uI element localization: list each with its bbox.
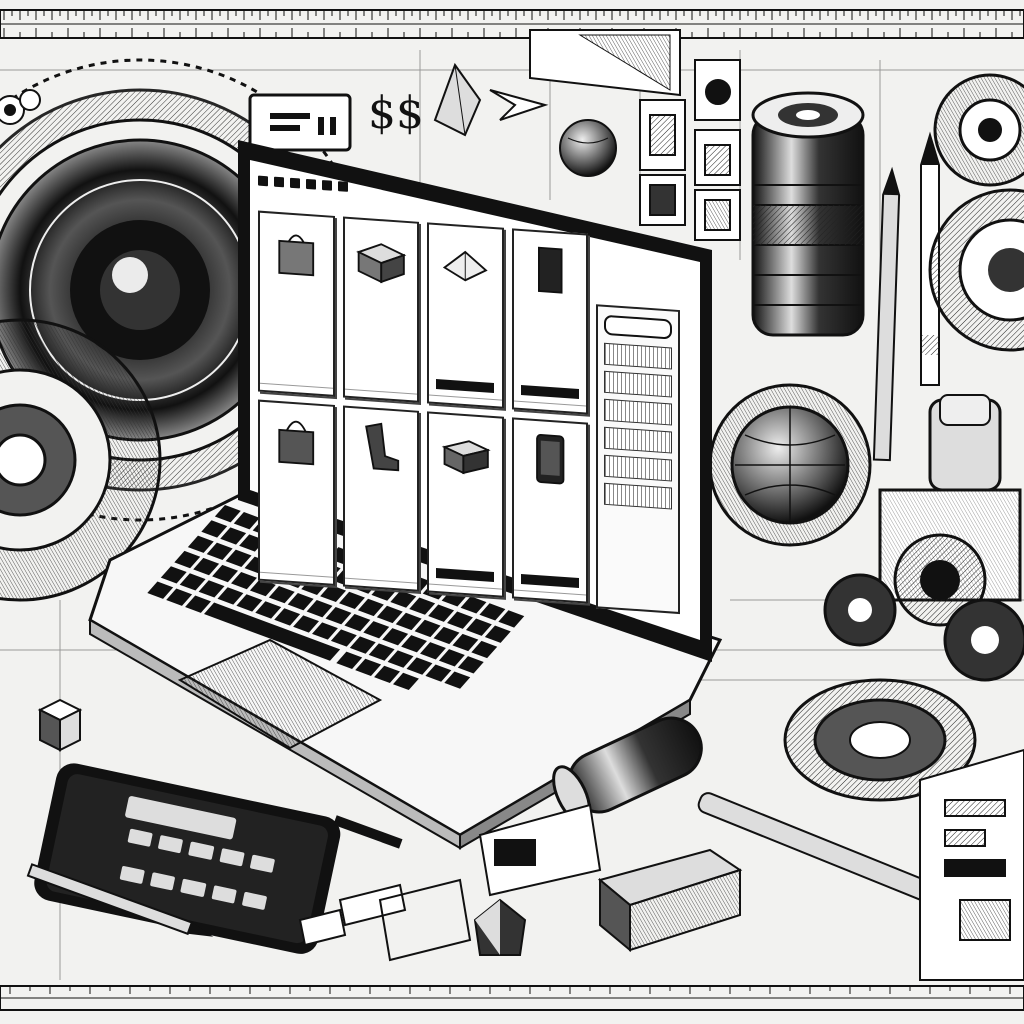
phone-app-icon[interactable] (217, 846, 246, 868)
pencil-icon-bottom-left (26, 863, 214, 937)
thumbnail-row[interactable] (604, 370, 672, 398)
product-card-smartphone[interactable] (511, 417, 588, 604)
laptop-screen-content (250, 160, 690, 621)
top-ruler (0, 9, 1024, 39)
price-bar (436, 379, 495, 394)
price-tag (248, 93, 352, 152)
folded-package-icon (442, 250, 488, 282)
product-grid (258, 210, 588, 604)
globe-icon (708, 383, 872, 547)
pencil-icon-right-1 (872, 166, 901, 462)
dark-box-icon (537, 246, 562, 294)
product-caption (344, 388, 417, 401)
phone-app-icon[interactable] (187, 840, 216, 862)
product-card-open-box[interactable] (427, 411, 504, 598)
small-gears-top-left (0, 89, 41, 125)
price-bar (436, 568, 495, 583)
armchair-icon (364, 422, 399, 472)
gear-left-edge (0, 318, 162, 602)
open-box-icon (441, 440, 491, 475)
product-card-gift-box[interactable] (342, 216, 419, 403)
thumbnail-row[interactable] (604, 342, 672, 370)
side-panel (596, 304, 680, 615)
product-caption (260, 382, 333, 395)
phone-app-icon[interactable] (179, 877, 208, 899)
paper-plane-icon (489, 89, 549, 121)
gem-icon-bottom (473, 898, 527, 956)
product-card-dark-box[interactable] (511, 228, 588, 415)
refresh-icon[interactable] (306, 178, 316, 190)
price-bar (520, 384, 579, 399)
camera-lens-icon (751, 91, 865, 337)
icon-panels-top-right (639, 59, 741, 241)
product-caption (260, 571, 333, 584)
thumbnail-row[interactable] (604, 426, 672, 454)
table-document-right (919, 748, 1024, 981)
forward-icon[interactable] (274, 176, 284, 188)
card-icons-bottom (298, 803, 602, 962)
product-caption (429, 583, 502, 596)
product-caption (344, 577, 417, 590)
tote-bag-icon (278, 420, 315, 466)
bookmark-icon[interactable] (338, 181, 348, 192)
lock-icon (322, 180, 332, 191)
product-card-tote-bag[interactable] (258, 399, 335, 586)
phone-app-icon[interactable] (148, 870, 177, 892)
thumbnail-row[interactable] (604, 398, 672, 426)
shopping-bag-icon (278, 234, 315, 277)
thumbnail-row[interactable] (604, 454, 672, 482)
browser-toolbar (258, 171, 408, 201)
robot-vehicle-icon (823, 394, 1024, 682)
phone-app-grid (115, 827, 277, 927)
smartphone-icon (535, 433, 564, 485)
thumbnail-row[interactable] (604, 482, 672, 510)
pencil-icon-bottom-middle (333, 815, 403, 849)
gear-right-top (933, 73, 1024, 187)
globe-small-icon (559, 119, 617, 177)
product-caption (513, 589, 586, 602)
phone-app-icon[interactable] (126, 827, 155, 849)
product-caption (513, 400, 586, 413)
diamond-icon (433, 62, 482, 137)
price-bar (520, 573, 579, 588)
phone-app-icon[interactable] (240, 890, 269, 912)
gift-box-icon (355, 243, 406, 284)
trackpad (177, 638, 383, 750)
product-card-shopping-bag[interactable] (258, 210, 335, 397)
gear-bottom-right (783, 678, 977, 802)
home-icon[interactable] (290, 177, 300, 189)
gear-right-middle (928, 188, 1024, 352)
product-card-armchair[interactable] (342, 405, 419, 592)
top-banner-panel (529, 29, 681, 97)
phone-app-icon[interactable] (156, 833, 185, 855)
back-icon[interactable] (258, 175, 268, 187)
product-card-folded-package[interactable] (427, 222, 504, 409)
bottom-ruler (0, 985, 1024, 1011)
product-caption (429, 394, 502, 407)
phone-app-icon[interactable] (118, 864, 147, 886)
phone-app-icon[interactable] (248, 853, 277, 875)
cube-icon-left (37, 698, 83, 752)
toggle-button[interactable] (604, 314, 672, 340)
dollar-sign-text: $$ (368, 88, 424, 139)
box-icon-bottom (597, 848, 743, 953)
phone-app-icon[interactable] (209, 883, 238, 905)
